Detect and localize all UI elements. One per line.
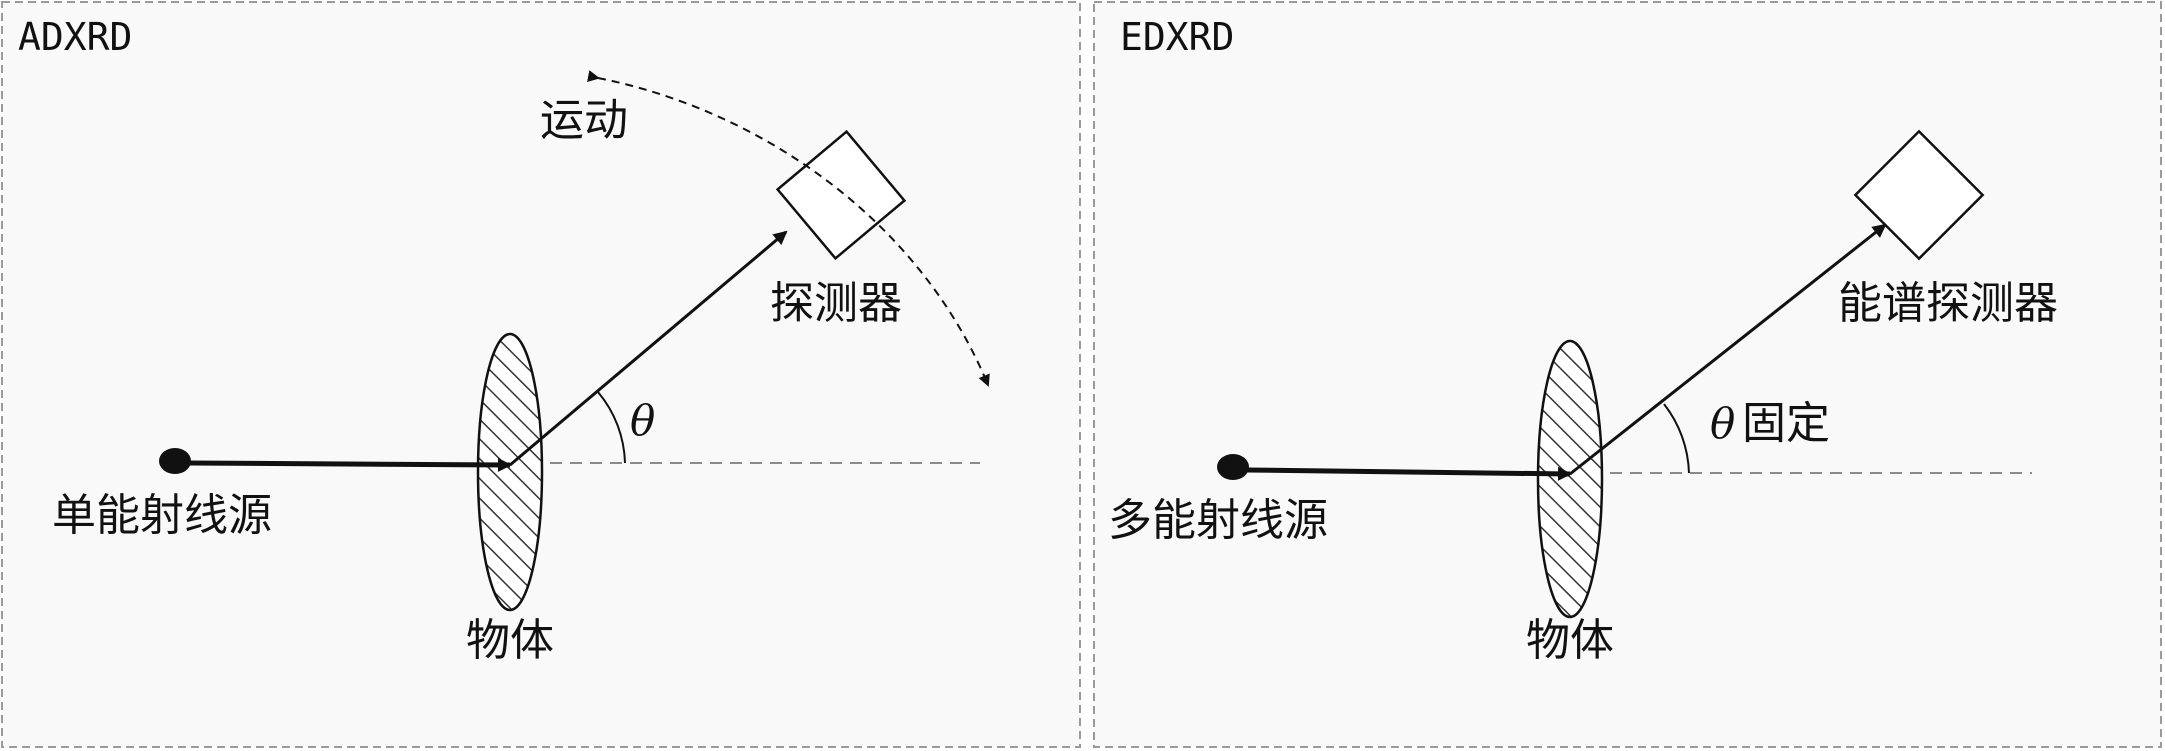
edxrd-detector bbox=[1853, 129, 1985, 261]
adxrd-source-label: 单能射线源 bbox=[52, 490, 272, 541]
edxrd-incident-beam bbox=[1245, 466, 1572, 481]
adxrd-object-label: 物体 bbox=[466, 615, 554, 666]
edxrd-frame bbox=[1093, 1, 2162, 748]
edxrd-object bbox=[1536, 339, 1604, 619]
adxrd-object bbox=[476, 332, 544, 612]
adxrd-incident-beam bbox=[187, 457, 512, 472]
edxrd-detector-label: 能谱探测器 bbox=[1838, 278, 2058, 329]
edxrd-panel: EDXRD θ 固定 能谱探测器 多能射线源 物体 bbox=[1092, 0, 2165, 751]
adxrd-source-dot bbox=[159, 448, 191, 474]
edxrd-source-dot bbox=[1217, 454, 1249, 480]
edxrd-object-label: 物体 bbox=[1526, 615, 1614, 666]
adxrd-motion-arc bbox=[587, 70, 990, 387]
adxrd-detector-label: 探测器 bbox=[770, 278, 902, 329]
edxrd-angle-arc bbox=[1663, 403, 1690, 474]
edxrd-angle-symbol: θ bbox=[1710, 399, 1735, 448]
adxrd-angle-symbol: θ bbox=[630, 396, 655, 445]
adxrd-angle-arc bbox=[597, 391, 626, 464]
edxrd-angle-note: 固定 bbox=[1742, 398, 1830, 449]
adxrd-tag: ADXRD bbox=[18, 15, 132, 59]
adxrd-motion-label: 运动 bbox=[540, 95, 628, 146]
edxrd-tag: EDXRD bbox=[1120, 15, 1234, 59]
adxrd-panel: ADXRD θ 运动 探测器 单能射线源 物体 bbox=[1, 1, 1081, 748]
edxrd-source-label: 多能射线源 bbox=[1108, 495, 1328, 546]
edxrd-svg: EDXRD θ 固定 能谱探测器 多能射线源 物体 bbox=[1093, 1, 2162, 748]
adxrd-svg: ADXRD θ 运动 探测器 单能射线源 物体 bbox=[1, 1, 1081, 748]
edxrd-diffracted-beam bbox=[1569, 223, 1887, 476]
